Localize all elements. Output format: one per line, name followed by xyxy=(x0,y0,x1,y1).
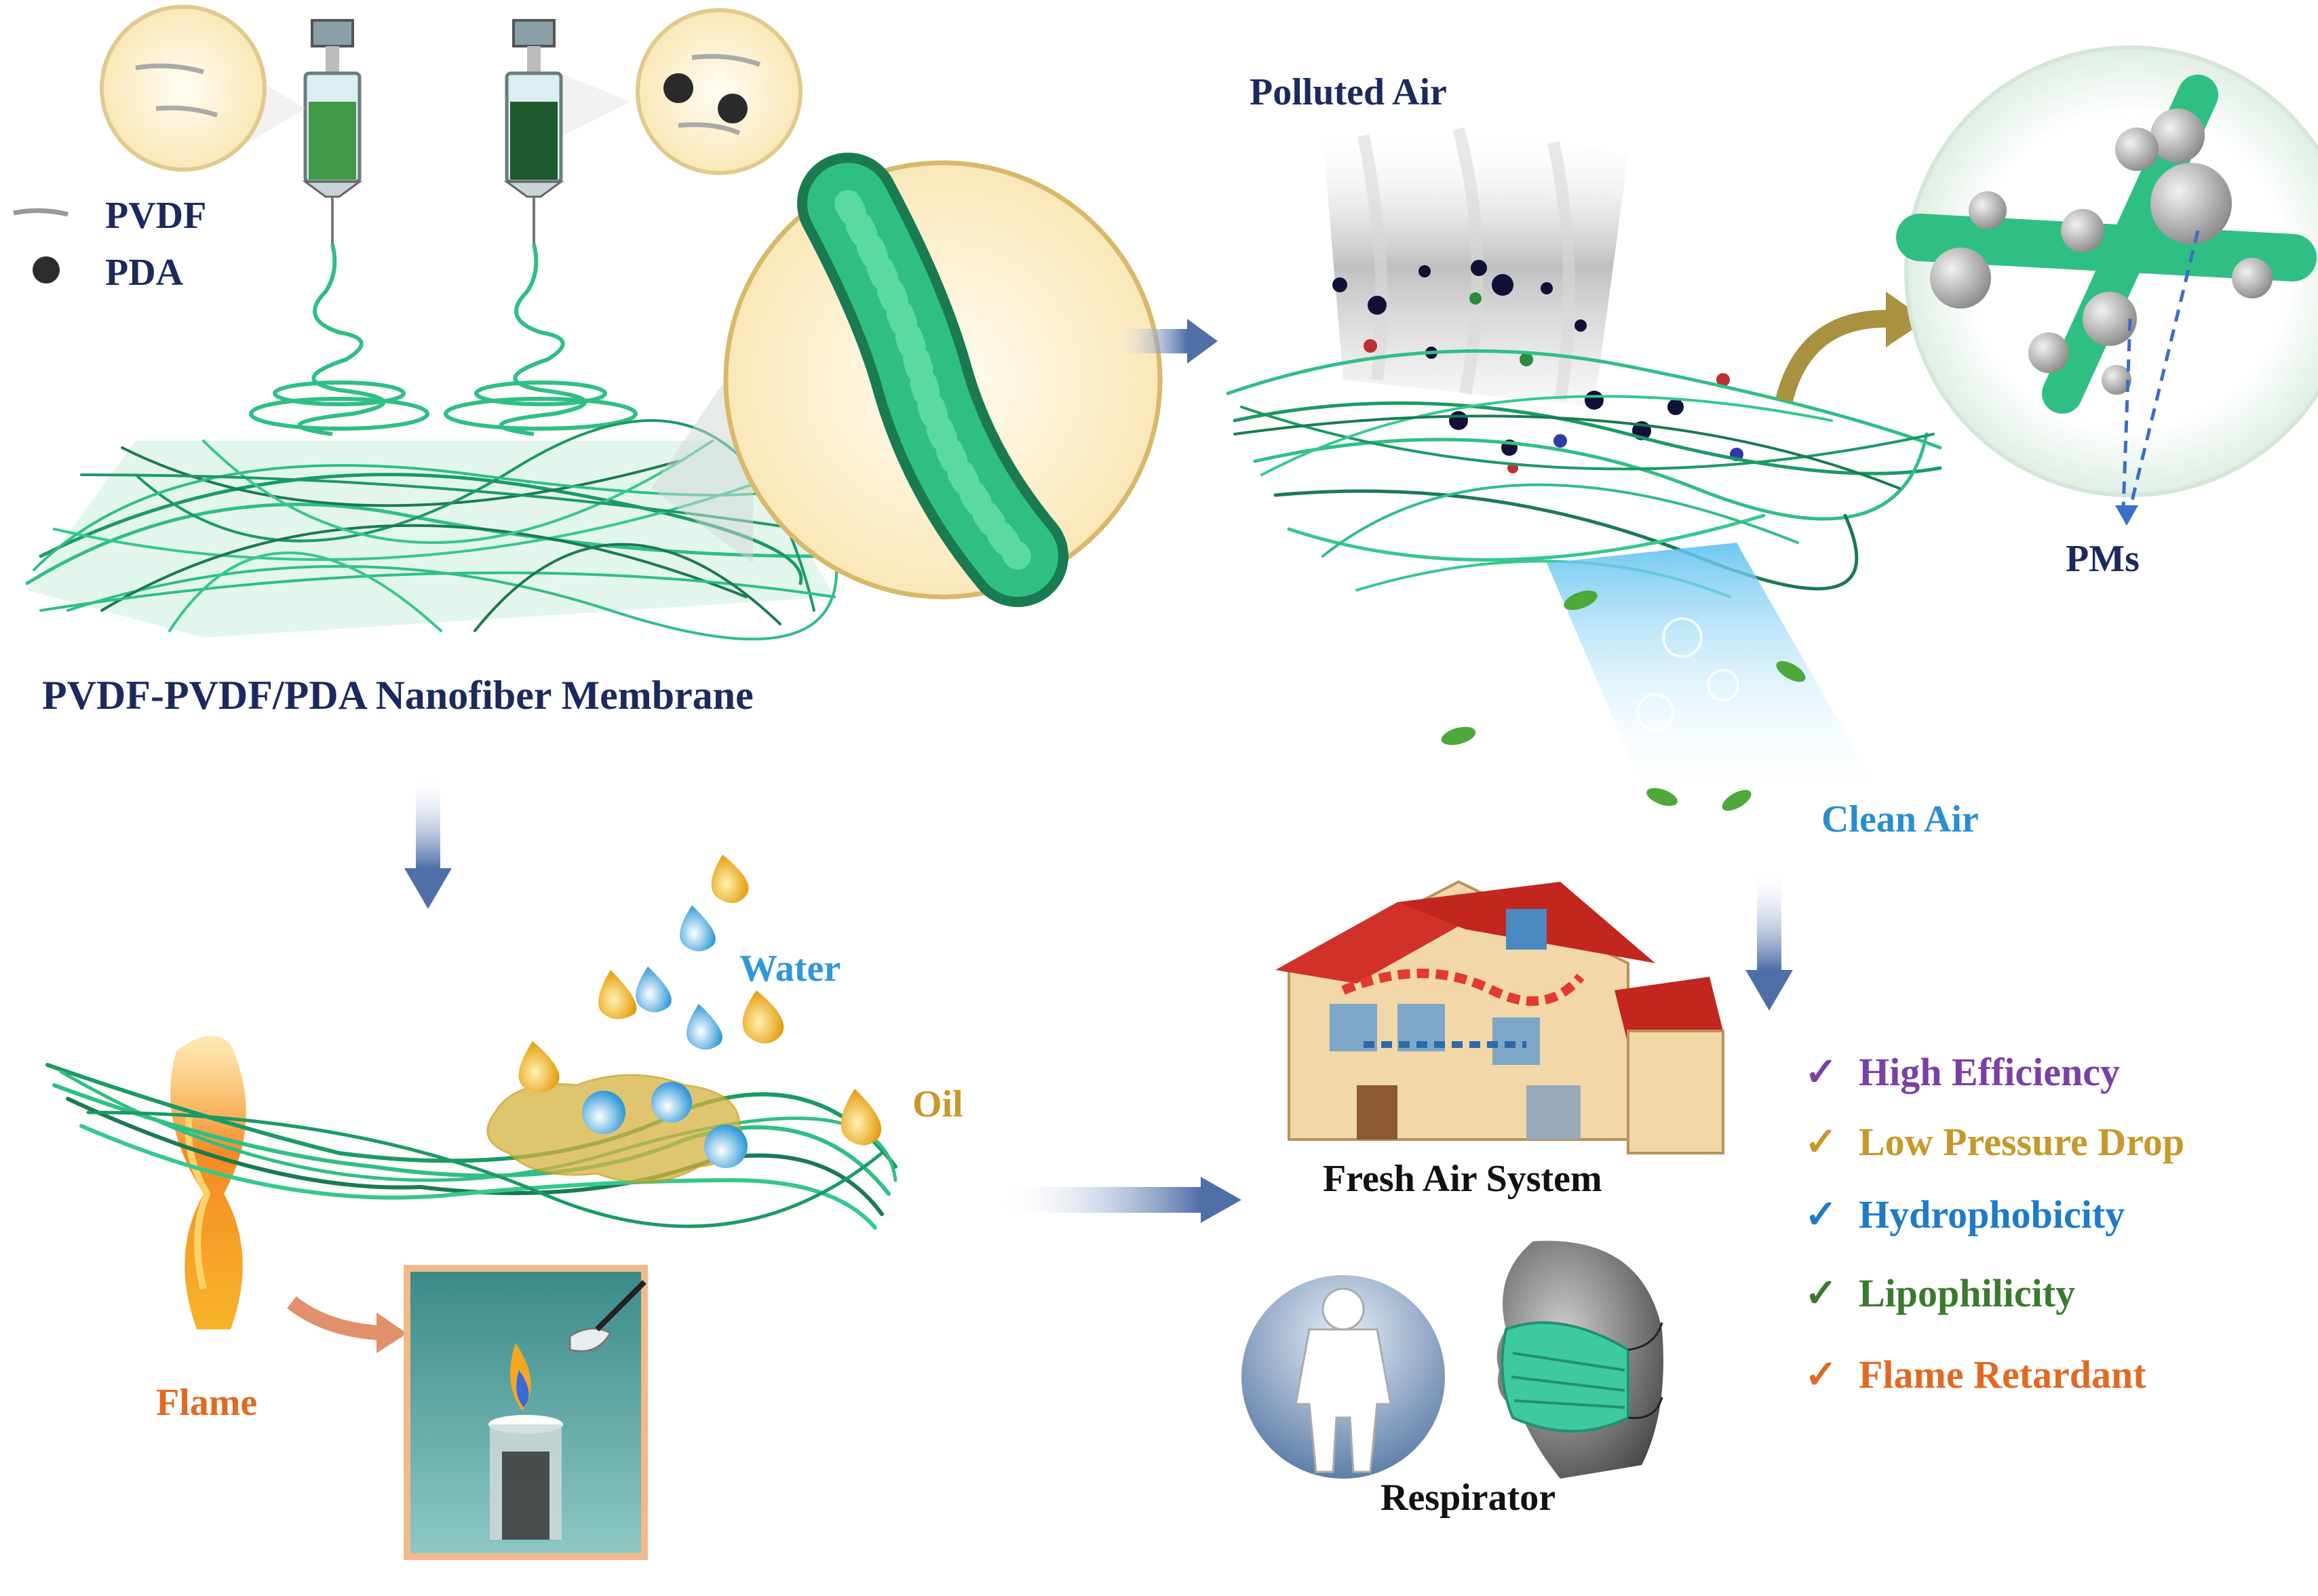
fresh-air-system-label: Fresh Air System xyxy=(1323,1158,1602,1200)
face-mask-head xyxy=(1465,1234,1669,1492)
nanofiber-membrane xyxy=(25,419,838,641)
polluted-air-label: Polluted Air xyxy=(1250,71,1447,113)
filter-membrane xyxy=(1226,349,1942,598)
water-beads xyxy=(582,1082,748,1168)
membrane-label: PVDF-PVDF/PDA Nanofiber Membrane xyxy=(42,673,754,718)
oil-label: Oil xyxy=(912,1083,963,1125)
feature-flame-retardant: ✓Flame Retardant xyxy=(1804,1352,2146,1397)
arrow-membrane-to-properties xyxy=(404,773,452,909)
zoom-circle-pda xyxy=(563,8,803,175)
flame-column xyxy=(170,1036,246,1329)
check-icon: ✓ xyxy=(1804,1120,1838,1164)
flame-test-photo xyxy=(404,1265,648,1560)
protective-suit xyxy=(1241,1275,1445,1479)
check-icon: ✓ xyxy=(1804,1271,1838,1315)
syringe-pvdf xyxy=(302,19,363,244)
flame-test-arrow xyxy=(287,1296,381,1340)
zoom-circle-pvdf xyxy=(100,5,305,172)
fiber-zoom-circle xyxy=(651,153,1163,607)
capture-arrow-head xyxy=(1886,292,1927,347)
legend-pvdf-label: PVDF xyxy=(105,195,207,237)
feature-high-efficiency: ✓High Efficiency xyxy=(1804,1050,2121,1094)
capture-arrow xyxy=(1775,310,1887,403)
clean-air-stream xyxy=(1441,543,1872,811)
electrospinning-jet-left xyxy=(249,244,429,436)
fresh-air-house xyxy=(1275,880,1724,1154)
arrow-membrane-to-filtration xyxy=(1113,319,1218,364)
feature-hydrophobicity: ✓Hydrophobicity xyxy=(1804,1192,2125,1237)
check-icon: ✓ xyxy=(1804,1192,1838,1237)
clean-air-label: Clean Air xyxy=(1821,798,1979,840)
pda-particle-icon xyxy=(33,256,60,284)
pm-label: PMs xyxy=(2066,538,2140,580)
feature-low-pressure-drop: ✓Low Pressure Drop xyxy=(1804,1120,2185,1164)
pvdf-fiber-icon xyxy=(13,208,69,217)
flame-test-arrow-head xyxy=(376,1312,407,1353)
check-icon: ✓ xyxy=(1804,1352,1838,1397)
feature-lipophilicity: ✓Lipophilicity xyxy=(1804,1271,2076,1315)
electrospinning-jet-right xyxy=(444,244,638,436)
flame-label: Flame xyxy=(156,1382,258,1424)
legend xyxy=(13,208,69,284)
syringe-pvdf-pda xyxy=(503,19,564,244)
arrow-properties-to-applications xyxy=(997,1177,1241,1223)
arrow-clean-air-to-applications xyxy=(1745,868,1793,1011)
water-label: Water xyxy=(739,948,841,990)
check-icon: ✓ xyxy=(1804,1050,1838,1094)
pm-capture-bubble xyxy=(1896,45,2318,526)
legend-pda-label: PDA xyxy=(105,252,184,294)
falling-droplets xyxy=(518,855,882,1146)
respirator-label: Respirator xyxy=(1380,1477,1556,1519)
